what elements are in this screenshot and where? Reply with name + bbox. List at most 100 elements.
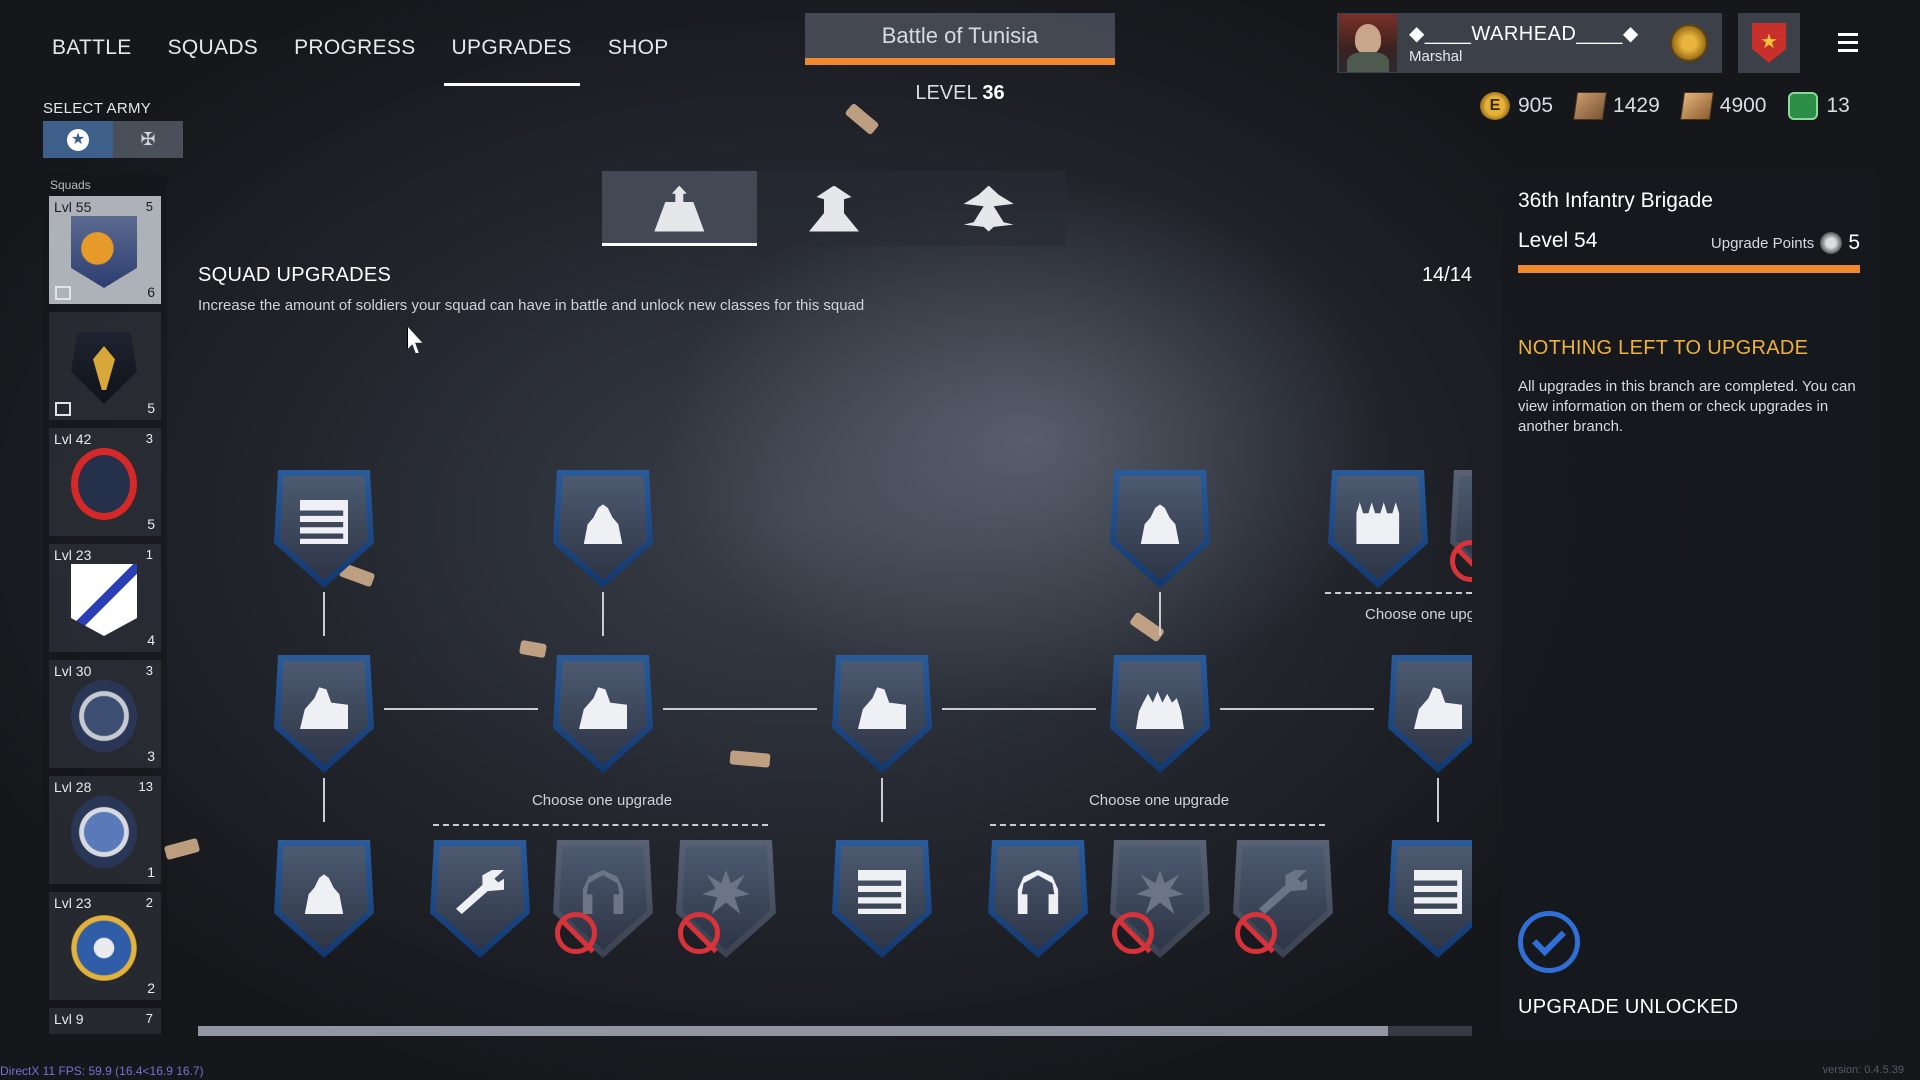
squad-card[interactable]: Lvl 23 2 2 (49, 892, 161, 1000)
squad-card-icon (1573, 92, 1608, 120)
upgrade-node[interactable] (274, 655, 374, 773)
player-rank: Marshal (1409, 48, 1463, 65)
squad-level-progress (1518, 265, 1860, 273)
squads-list[interactable]: Squads Lvl 55 5 6 5 Lvl 42 3 5 Lvl 23 1 … (43, 174, 167, 1034)
branch-tab-soldier[interactable] (757, 171, 912, 246)
choose-one-label: Choose one upg (1365, 606, 1472, 623)
upgrade-node[interactable] (553, 840, 653, 958)
unavailable-icon (678, 912, 720, 954)
tree-connector (663, 708, 817, 710)
squad-level: Lvl 28 (54, 779, 92, 795)
army-axis-button[interactable]: ✠ (113, 121, 183, 158)
squad-top-count: 2 (145, 895, 153, 910)
upgrade-node[interactable] (832, 840, 932, 958)
currency-boosters[interactable]: 13 (1788, 92, 1850, 120)
upgrade-node[interactable] (988, 840, 1088, 958)
choice-divider (433, 824, 768, 826)
squad-top-count: 1 (145, 547, 153, 562)
tree-scrollbar[interactable] (198, 1026, 1472, 1036)
battle-name-text: Battle of Tunisia (881, 22, 1039, 48)
currency-weapon-cards[interactable]: 4900 (1679, 92, 1767, 120)
upgrade-tree[interactable]: Choose one upg Choose one upgrade Choose… (198, 440, 1472, 960)
tab-shop[interactable]: SHOP (607, 36, 669, 59)
squad-soldier-count: 5 (147, 400, 155, 416)
squad-top-count: 5 (145, 199, 153, 214)
status-text: All upgrades in this branch are complete… (1518, 378, 1856, 435)
upgrade-node[interactable] (274, 470, 374, 588)
upgrade-unlocked-label: UPGRADE UNLOCKED (1518, 996, 1739, 1018)
medal-icon[interactable] (1670, 24, 1708, 62)
tree-connector (323, 778, 325, 822)
section-description: Increase the amount of soldiers your squ… (198, 297, 865, 314)
squad-level: Lvl 30 (54, 663, 92, 679)
squad-soldier-count: 4 (147, 632, 155, 648)
squad-level-label: Level 54 (1518, 229, 1598, 252)
upgrade-count: 14/14 (1421, 264, 1472, 286)
squad-level: Lvl 23 (54, 547, 92, 563)
squad-card[interactable]: Lvl 23 1 4 (49, 544, 161, 652)
tree-connector (602, 592, 604, 636)
branch-tab-vehicle[interactable] (911, 171, 1066, 246)
upgrade-node[interactable] (1110, 655, 1210, 773)
raf-emblem-icon (71, 680, 137, 752)
tree-connector (1437, 778, 1439, 822)
player-profile[interactable]: ◆____WARHEAD____◆ Marshal (1337, 13, 1722, 73)
squads-label: Squads (50, 178, 91, 192)
squad-card[interactable]: Lvl 9 7 (49, 1008, 161, 1034)
upgrade-points: Upgrade Points 5 (1711, 231, 1860, 255)
e-coin-icon: E (1480, 92, 1510, 120)
upgrade-node[interactable] (430, 840, 530, 958)
usaaf-emblem-icon (71, 912, 137, 984)
status-heading: NOTHING LEFT TO UPGRADE (1518, 337, 1809, 359)
currency-squad-cards[interactable]: 1429 (1573, 92, 1660, 120)
battle-level: LEVEL 36 (805, 82, 1115, 105)
tab-progress[interactable]: PROGRESS (294, 36, 416, 59)
tree-connector (942, 708, 1096, 710)
upgrade-node[interactable] (553, 655, 653, 773)
upgrade-node[interactable] (1233, 840, 1333, 958)
currency-value: 4900 (1719, 94, 1767, 117)
squad-soldier-count: 2 (147, 980, 155, 996)
currency-value: 1429 (1613, 94, 1660, 117)
upgrade-node[interactable] (832, 655, 932, 773)
vehicle-upgrade-icon (963, 185, 1014, 232)
upgrade-node[interactable] (1388, 840, 1472, 958)
tab-upgrades[interactable]: UPGRADES (443, 30, 581, 86)
upgrade-node[interactable] (1110, 470, 1210, 588)
upgrade-branch-tabs (602, 171, 1066, 246)
squad-name: 36th Infantry Brigade (1518, 189, 1713, 212)
upgrade-node[interactable] (274, 840, 374, 958)
saltire-emblem-icon (71, 564, 137, 636)
upgrade-node[interactable] (553, 470, 653, 588)
unavailable-icon (1235, 912, 1277, 954)
hamburger-menu-icon[interactable] (1830, 24, 1866, 60)
upgrade-points-label: Upgrade Points (1710, 234, 1815, 252)
squad-card[interactable]: Lvl 28 13 1 (49, 776, 161, 884)
squad-soldier-count: 3 (147, 748, 155, 764)
soldier-upgrade-icon (809, 185, 859, 232)
upgrade-node[interactable] (1328, 470, 1428, 588)
squad-card[interactable]: Lvl 55 5 6 (49, 196, 161, 304)
upgrade-node[interactable] (676, 840, 776, 958)
upgrade-node[interactable] (1110, 840, 1210, 958)
branch-tab-squad[interactable] (602, 171, 757, 246)
battle-name[interactable]: Battle of Tunisia (805, 13, 1115, 65)
squad-level: Lvl 9 (54, 1011, 84, 1027)
squad-card[interactable]: Lvl 30 3 3 (49, 660, 161, 768)
squad-card[interactable]: 5 (49, 312, 161, 420)
upgrade-node[interactable] (1450, 470, 1472, 588)
army-allies-button[interactable]: ★ (43, 121, 113, 158)
squad-card[interactable]: Lvl 42 3 5 (49, 428, 161, 536)
rank-badge-button[interactable]: ★ (1738, 13, 1800, 73)
tab-squads[interactable]: SQUADS (167, 36, 259, 59)
avatar (1339, 14, 1397, 72)
scrollbar-thumb[interactable] (198, 1026, 1388, 1036)
unavailable-icon (1112, 912, 1154, 954)
choice-divider (1325, 592, 1472, 594)
tree-connector (323, 592, 325, 636)
tab-battle[interactable]: BATTLE (52, 36, 132, 59)
upgrade-node[interactable] (1388, 655, 1472, 773)
squad-soldier-count: 6 (147, 284, 155, 300)
